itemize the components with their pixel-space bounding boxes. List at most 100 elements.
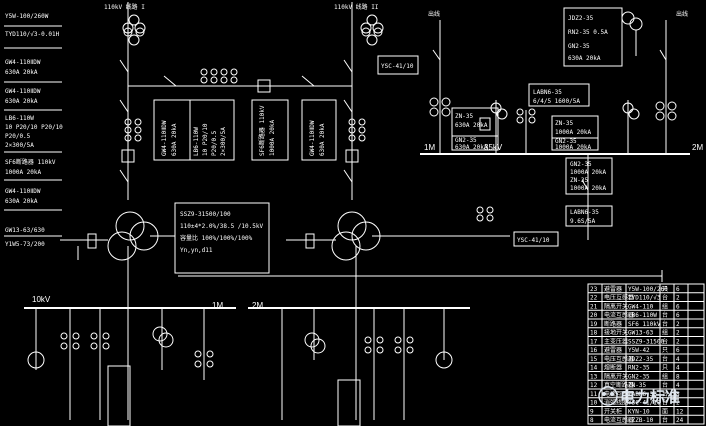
table-cell: 台 [662, 416, 668, 424]
table-cell: 台 [662, 320, 668, 328]
table-cell: 只 [662, 347, 668, 354]
box-right-mid-0: GN2-35 [570, 161, 592, 168]
gn-left-0: GN2-35 [455, 137, 477, 144]
main-transformer-left [60, 211, 175, 420]
box35-top-2: GN2-35 [568, 43, 590, 50]
bus35-right-label: 2M [692, 143, 703, 152]
table-cell: 8 [676, 391, 680, 398]
table-cell: 24 [676, 417, 684, 424]
left-spec-3-0: GW4-110ⅡDW [5, 88, 41, 95]
left-spec-7-0: GW13-63/630 [5, 227, 45, 234]
watermark: 电力标准 [598, 386, 680, 406]
bus35-left-label: 1M [424, 143, 435, 152]
kv35-label: 35kV [484, 143, 503, 152]
table-cell: 19 [590, 321, 598, 328]
table-cell: 2 [676, 400, 680, 407]
table-cell: 6 [676, 347, 680, 354]
table-cell: 台 [662, 355, 668, 363]
table-cell: 8 [590, 417, 594, 424]
table-cell: 12 [590, 382, 598, 389]
table-cell: 避雷器 [604, 285, 622, 293]
mid-spec-1-3: 2×300/5A [220, 127, 227, 156]
mid-spec-0-1: 630A 20kA [171, 123, 178, 156]
left-spec-6-0: GW4-110ⅡDW [5, 188, 41, 195]
bus10-left-label: 1M [212, 301, 223, 310]
table-cell: 2 [676, 338, 680, 345]
table-cell: 台 [662, 381, 668, 389]
table-cell: 台 [662, 337, 668, 345]
table-cell: 电流互感器 [604, 416, 634, 424]
mid-spec-2-0: SF6断路器 110kV [258, 105, 266, 156]
table-cell: KYN-10 [628, 408, 650, 415]
table-cell: 开关柜 [604, 407, 622, 415]
box35-top-1: RN2-35 0.5A [568, 29, 608, 36]
tx-spec-0: SSZ9-31500/100 [180, 211, 231, 218]
table-cell: 组 [662, 302, 668, 310]
watermark-text: 电力标准 [620, 388, 680, 406]
ysc-top-label: YSC-41/10 [381, 63, 414, 70]
table-cell: 11 [590, 391, 598, 398]
table-cell: 22 [590, 295, 598, 302]
section-35kv: 35kV 1M 2M 出线 LABN6-35 6/4/5 1600/5A ZN-… [420, 7, 703, 240]
table-cell: 主变压器 [604, 337, 628, 345]
table-cell: JDZ2-35 [628, 356, 654, 363]
section-10kv: 10kV 1M 2M [24, 295, 470, 426]
box-right-mid-3: 1000A 20kA [570, 185, 607, 192]
table-cell: 2 [676, 330, 680, 337]
table-cell: 台 [662, 399, 668, 407]
table-cell: 17 [590, 338, 598, 345]
left-spec-5-0: SF6断路器 110kV [5, 158, 56, 166]
table-cell: 只 [662, 365, 668, 372]
table-cell: 4 [676, 356, 680, 363]
left-spec-4-2: P20/0.5 [5, 133, 31, 140]
bus10-right-label: 2M [252, 301, 263, 310]
tx-spec-3: Yn,yn,d11 [180, 247, 213, 254]
left-spec-1-0: TYD110/√3-0.01H [5, 31, 60, 38]
mid-spec-0-0: GW4-110ⅡDW [161, 120, 168, 156]
right-feeder-label: 110kV 线路 II [334, 3, 379, 11]
table-cell: GW13-63 [628, 330, 654, 337]
table-cell: 2 [676, 321, 680, 328]
table-cell: TYD110/√3 [628, 295, 661, 302]
la-top-1: 6/4/5 1600/5A [533, 98, 580, 105]
box35-top-0: JDZ2-35 [568, 15, 594, 22]
table-cell: LABN6-35 [628, 391, 657, 398]
table-cell: 隔离开关 [604, 302, 628, 310]
table-cell: 9 [590, 408, 594, 415]
left-specs-column: Y5W-100/260W TYD110/√3-0.01H GW4-110ⅡDW … [4, 13, 63, 248]
watermark-logo-icon [598, 386, 618, 406]
table-cell: YSC-41/10 [628, 400, 661, 407]
table-cell: 18 [590, 330, 598, 337]
table-cell: 电压互感器 [604, 355, 634, 363]
kv10-label: 10kV [32, 295, 51, 304]
table-cell: SF6 110kV [628, 321, 661, 328]
left-spec-3-1: 630A 20kA [5, 98, 38, 105]
zn-right-1: 1000A 20kA [555, 129, 592, 136]
table-cell: 断路器 [604, 320, 622, 328]
gn-left-1: 630A 20kA [455, 144, 488, 151]
table-cell: 避雷器 [604, 346, 622, 354]
la-top-0: LABN6-35 [533, 89, 562, 96]
tx-spec-1: 110±4*2.0%/38.5 /10.5kV [180, 223, 263, 230]
table-cell: GN2-35 [628, 373, 650, 380]
table-cell: LB6-110W [628, 312, 657, 319]
box-right-low-0: LABN6-35 [570, 209, 599, 216]
table-cell: 熔断器 [604, 364, 622, 372]
left-spec-4-3: 2×300/5A [5, 142, 34, 149]
table-cell: 隔离开关 [604, 372, 628, 380]
table-cell: 台 [662, 294, 668, 302]
left-spec-4-1: 10 P20/10 P20/10 [5, 124, 63, 131]
top-right-sub1: 出线 [428, 10, 440, 18]
mid-spec-1-1: 10 P20/10 [202, 123, 209, 156]
zn-right-0: ZN-35 [555, 120, 573, 127]
table-cell: 只 [662, 286, 668, 293]
table-cell: 13 [590, 373, 598, 380]
table-cell: RN2-35 [628, 365, 650, 372]
left-spec-2-1: 630A 20kA [5, 69, 38, 76]
table-cell: 6 [676, 303, 680, 310]
right-110kv-feeder: 110kV 线路 II YSC-41/10 [334, 2, 419, 200]
